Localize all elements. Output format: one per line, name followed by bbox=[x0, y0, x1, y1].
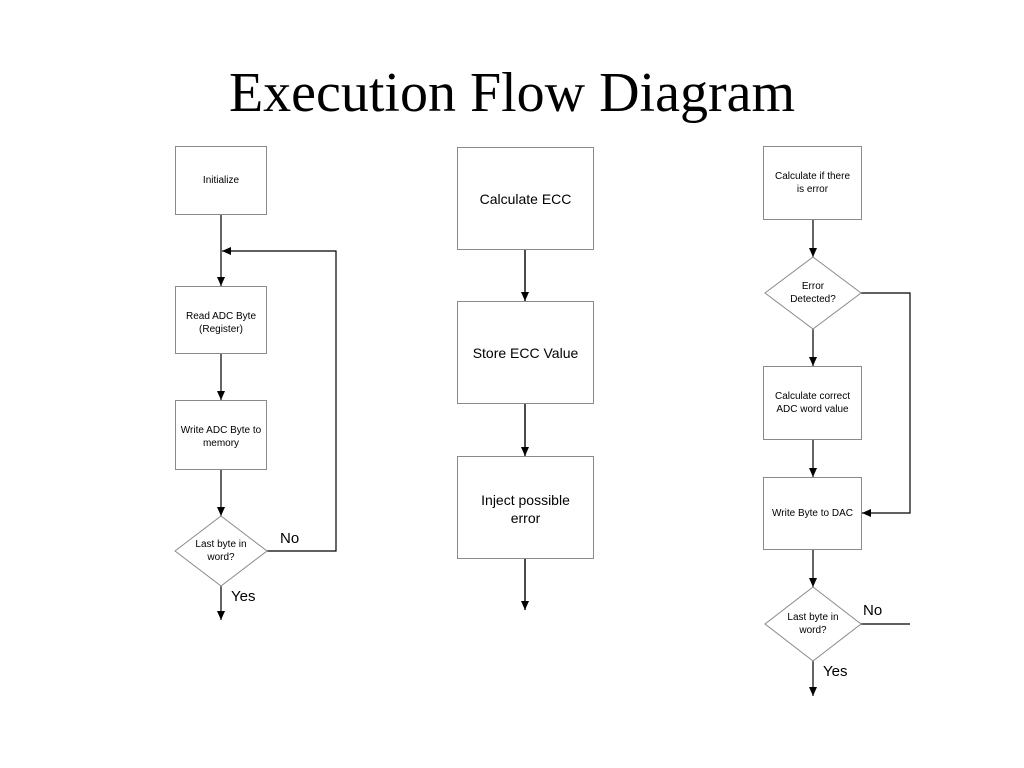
decision-2-text: Last byte in word? bbox=[778, 606, 848, 642]
read-adc-label: Read ADC Byte (Register) bbox=[185, 311, 257, 335]
calculate-ecc-box: Calculate ECC bbox=[457, 147, 594, 250]
decision-diamond-error bbox=[764, 256, 862, 330]
store-ecc-box: Store ECC Value bbox=[457, 301, 594, 404]
error-detected-label: Error Detected? bbox=[790, 281, 836, 305]
decision-diamond-1 bbox=[174, 515, 268, 587]
decision-2-label: Last byte in word? bbox=[787, 612, 839, 636]
calc-error-label: Calculate if there is error bbox=[774, 171, 851, 195]
decision-diamond-2 bbox=[764, 586, 862, 662]
loop-no-path bbox=[222, 247, 337, 552]
no-label-1: No bbox=[280, 530, 300, 547]
write-dac-box: Write Byte to DAC bbox=[763, 477, 862, 550]
store-ecc-label: Store ECC Value bbox=[472, 344, 579, 361]
column3-connectors bbox=[809, 220, 911, 696]
calc-error-box: Calculate if there is error bbox=[763, 146, 862, 220]
initialize-label: Initialize bbox=[202, 175, 240, 186]
decision-1-label: Last byte in word? bbox=[195, 539, 247, 563]
write-adc-box: Write ADC Byte to memory bbox=[175, 400, 267, 470]
read-adc-box: Read ADC Byte (Register) bbox=[175, 286, 267, 354]
decision-1-text: Last byte in word? bbox=[185, 533, 257, 569]
error-bypass-path bbox=[861, 292, 911, 517]
yes-label-2: Yes bbox=[823, 663, 848, 680]
column1-connectors bbox=[217, 215, 337, 620]
calculate-ecc-label: Calculate ECC bbox=[479, 190, 572, 207]
yes-label-1: Yes bbox=[231, 588, 256, 605]
no-label-2: No bbox=[863, 602, 883, 619]
calc-correct-box: Calculate correct ADC word value bbox=[763, 366, 862, 440]
write-dac-label: Write Byte to DAC bbox=[772, 508, 853, 519]
page-title: Execution Flow Diagram bbox=[228, 62, 796, 124]
write-adc-label: Write ADC Byte to memory bbox=[180, 425, 262, 449]
error-detected-text: Error Detected? bbox=[778, 275, 848, 311]
inject-error-box: Inject possible error bbox=[457, 456, 594, 559]
calc-correct-label: Calculate correct ADC word value bbox=[774, 391, 851, 415]
inject-error-label: Inject possible error bbox=[481, 492, 570, 526]
initialize-box: Initialize bbox=[175, 146, 267, 215]
